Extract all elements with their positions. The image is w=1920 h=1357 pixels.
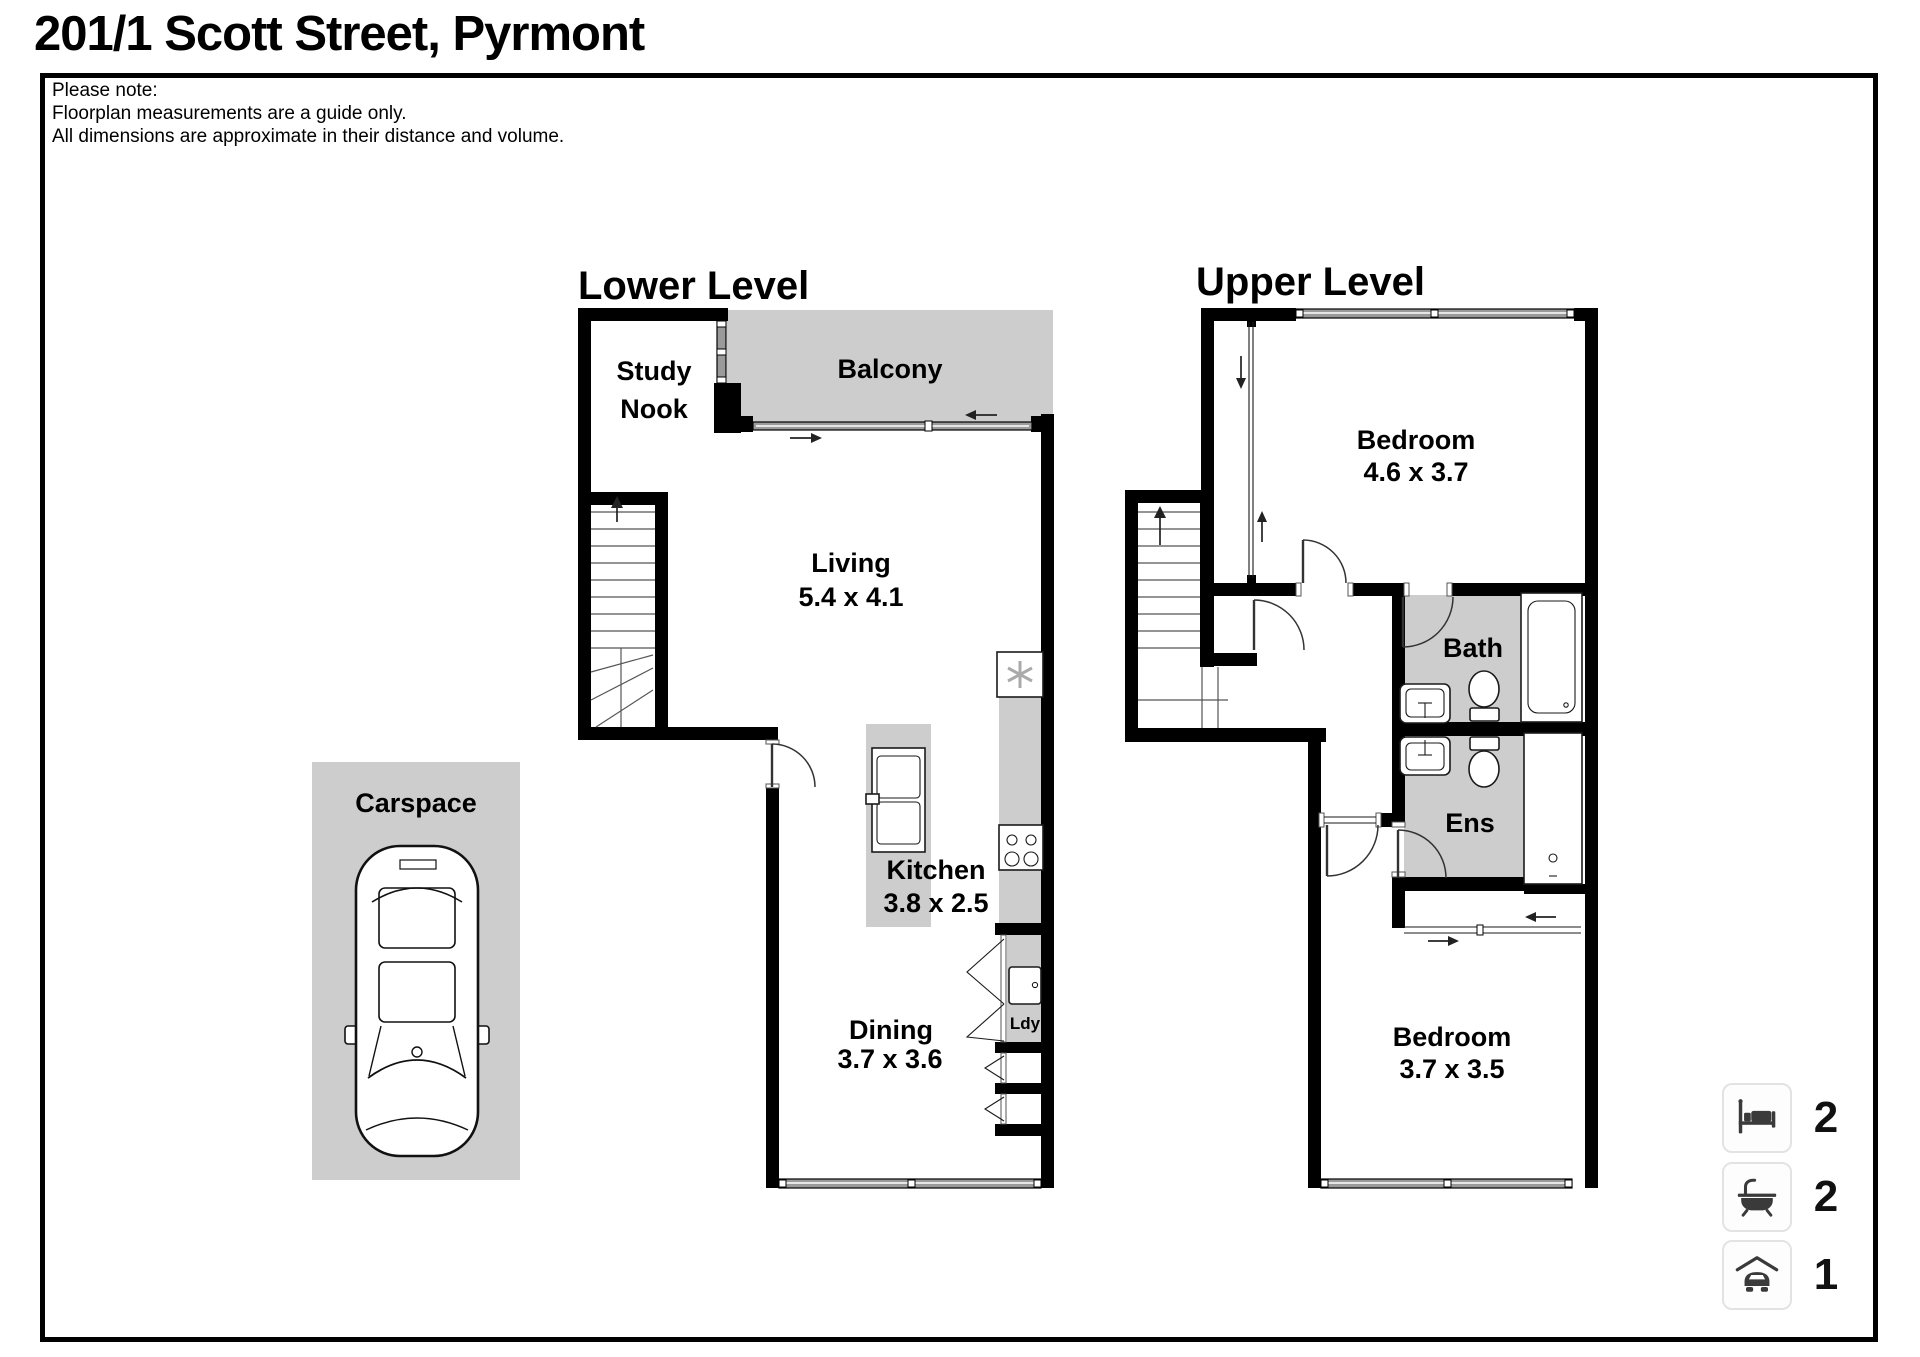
shower bbox=[1523, 732, 1583, 885]
bath-label: Bath bbox=[1443, 633, 1503, 663]
bedroom2-door bbox=[1318, 812, 1382, 877]
living-dimensions: 5.4 x 4.1 bbox=[798, 582, 903, 612]
kitchen-label: Kitchen bbox=[886, 855, 985, 885]
bedroom2-dimensions: 3.7 x 3.5 bbox=[1399, 1054, 1504, 1084]
closet-doors bbox=[983, 1052, 1007, 1125]
bedroom1-label: Bedroom bbox=[1357, 425, 1476, 455]
dining-window bbox=[778, 1178, 1042, 1189]
legend-bathrooms: 2 bbox=[1722, 1162, 1848, 1232]
bedroom2-robe bbox=[1404, 912, 1581, 946]
carspace-label: Carspace bbox=[355, 788, 477, 818]
upper-level-plan: Upper Level bbox=[1125, 260, 1598, 1189]
dining-label: Dining bbox=[849, 1015, 933, 1045]
balcony-label: Balcony bbox=[837, 354, 942, 384]
dining-dimensions: 3.7 x 3.6 bbox=[837, 1044, 942, 1074]
bedroom1-window bbox=[1295, 308, 1575, 319]
balcony-area bbox=[727, 310, 1053, 423]
disclaimer-note: Please note: Floorplan measurements are … bbox=[52, 79, 564, 148]
laundry-label: Ldy bbox=[1010, 1014, 1041, 1033]
plan-frame bbox=[40, 73, 1878, 1342]
balcony-sliding-door bbox=[752, 410, 1033, 443]
cooktop bbox=[998, 824, 1044, 871]
bedroom2-window bbox=[1320, 1178, 1573, 1189]
hall-closet-door bbox=[1252, 599, 1305, 651]
bedroom-count: 2 bbox=[1813, 1093, 1839, 1142]
bedroom1-door bbox=[1295, 539, 1354, 597]
car-garage-icon bbox=[1735, 1256, 1779, 1292]
study-nook-label-2: Nook bbox=[620, 394, 688, 424]
lower-level-walls bbox=[578, 308, 1054, 1188]
legend-carspaces: 1 bbox=[1722, 1240, 1848, 1310]
upper-stairs bbox=[1138, 506, 1228, 728]
bed-icon-box bbox=[1722, 1083, 1792, 1153]
kitchen-counter bbox=[999, 697, 1043, 925]
laundry-bifold-doors bbox=[965, 934, 1007, 1043]
legend-bedrooms: 2 bbox=[1722, 1083, 1848, 1153]
note-heading: Please note: bbox=[52, 80, 158, 101]
bathtub bbox=[1520, 592, 1583, 723]
bedroom1-dimensions: 4.6 x 3.7 bbox=[1363, 457, 1468, 487]
bath-door bbox=[1401, 582, 1454, 648]
car-top-view bbox=[344, 844, 490, 1158]
washing-machine bbox=[1008, 966, 1042, 1005]
bedroom1-robe bbox=[1236, 322, 1267, 578]
study-nook-label-1: Study bbox=[616, 356, 691, 386]
car-icon-box bbox=[1722, 1240, 1792, 1310]
kitchen-sink-cabinet bbox=[865, 747, 926, 853]
ensuite-label: Ens bbox=[1445, 808, 1495, 838]
bath-icon bbox=[1737, 1178, 1777, 1217]
bathroom-count: 2 bbox=[1813, 1172, 1839, 1221]
bath-sink bbox=[1399, 683, 1451, 724]
ensuite-toilet bbox=[1468, 736, 1500, 788]
fridge bbox=[996, 651, 1044, 698]
bath-icon-box bbox=[1722, 1162, 1792, 1232]
carspace-plan: Carspace bbox=[312, 762, 520, 1180]
kitchen-dimensions: 3.8 x 2.5 bbox=[883, 888, 988, 918]
note-line-1: Floorplan measurements are a guide only. bbox=[52, 103, 407, 124]
carspace-count: 1 bbox=[1813, 1250, 1839, 1299]
bedroom2-label: Bedroom bbox=[1393, 1022, 1512, 1052]
lower-stairs bbox=[590, 496, 655, 728]
note-line-2: All dimensions are approximate in their … bbox=[52, 126, 565, 147]
entry-door bbox=[765, 739, 816, 789]
bath-toilet bbox=[1468, 670, 1500, 722]
living-label: Living bbox=[811, 548, 891, 578]
lower-level-plan: Lower Level bbox=[578, 264, 1054, 1189]
ensuite-sink bbox=[1399, 736, 1451, 776]
lower-level-heading: Lower Level bbox=[578, 264, 809, 308]
bed-icon bbox=[1738, 1099, 1776, 1134]
upper-level-heading: Upper Level bbox=[1196, 260, 1425, 304]
ensuite-door bbox=[1391, 821, 1447, 879]
page-title: 201/1 Scott Street, Pyrmont bbox=[34, 7, 645, 61]
